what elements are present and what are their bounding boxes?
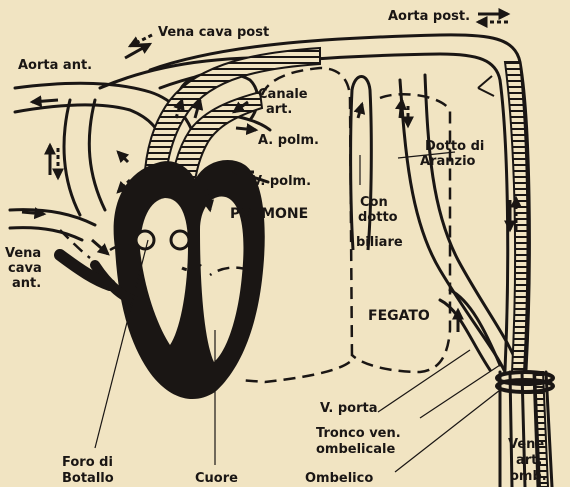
arrow-aorta-ant: [32, 100, 58, 102]
heart-outline: [114, 160, 265, 399]
label-condotto-3: biliare: [356, 235, 403, 250]
heart: [60, 160, 265, 399]
label-fegato: FEGATO: [368, 308, 430, 324]
leader-v-porta: [378, 350, 470, 412]
label-vena-cava-post: Vena cava post: [158, 25, 269, 40]
label-cuore: Cuore: [195, 471, 238, 486]
label-condotto-1: Con: [360, 195, 388, 210]
label-canale-art-1: Canale: [258, 87, 308, 102]
label-vena-cava-ant-2: cava: [8, 261, 42, 276]
label-vene-1: Vene: [508, 437, 544, 452]
vena-cava-ant-vessel-inner: [10, 228, 82, 240]
label-a-polm: A. polm.: [258, 133, 319, 148]
arrow-vena-cava-post: [125, 44, 150, 58]
arrow-aranzio: [400, 100, 402, 118]
left-vessel: [64, 100, 80, 215]
label-v-polm: V. polm.: [252, 174, 311, 189]
leader-tronco: [420, 365, 500, 418]
dotto-aranzio-vessel: [400, 80, 505, 372]
label-v-porta: V. porta: [320, 401, 377, 416]
umbilicus-ring: [497, 372, 553, 392]
fegato-outline: [352, 94, 450, 372]
arrow-biliare: [358, 104, 362, 118]
label-tronco-2: ombelicale: [316, 442, 395, 457]
label-vene-3: omb.: [510, 469, 547, 484]
label-canale-art-2: art.: [266, 102, 292, 117]
label-foro-1: Foro di: [62, 455, 113, 470]
label-condotto-2: dotto: [358, 210, 398, 225]
label-dotto-aranzio-1: Dotto di: [425, 139, 484, 154]
label-ombelico: Ombelico: [305, 471, 373, 486]
leader-ombelico: [395, 390, 500, 472]
label-polmone: POLMONE: [230, 206, 308, 222]
label-aorta-ant: Aorta ant.: [18, 58, 92, 73]
label-vena-cava-ant-1: Vena: [5, 246, 41, 261]
label-aorta-post: Aorta post.: [388, 9, 470, 24]
label-foro-2: Botallo: [62, 471, 114, 486]
label-dotto-aranzio-2: Aranzio: [420, 154, 476, 169]
label-tronco-1: Tronco ven.: [316, 426, 401, 441]
label-vene-2: art.: [516, 453, 542, 468]
left-vessel-inner: [89, 100, 105, 210]
arrow-vena-cava-ant: [22, 212, 44, 214]
arrow-a-polm: [236, 128, 256, 130]
label-vena-cava-ant-3: ant.: [12, 276, 41, 291]
